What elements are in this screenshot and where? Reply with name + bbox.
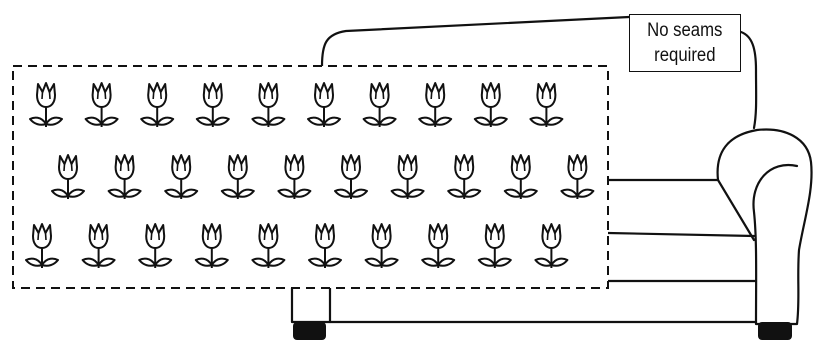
callout-line-2: required	[654, 45, 716, 66]
sofa-arm-face	[716, 178, 756, 242]
sofa-base-left	[290, 286, 332, 324]
sofa-leg-right	[758, 322, 792, 340]
sofa-leg-left	[293, 322, 326, 340]
sofa-back	[320, 15, 631, 68]
fabric-panel	[12, 65, 609, 289]
sofa-seat-edge	[606, 231, 756, 238]
sofa-back-right	[739, 30, 758, 130]
callout-line-1: No seams	[647, 20, 723, 41]
sofa-arm	[716, 128, 813, 326]
callout-label: No seams required	[629, 14, 741, 72]
